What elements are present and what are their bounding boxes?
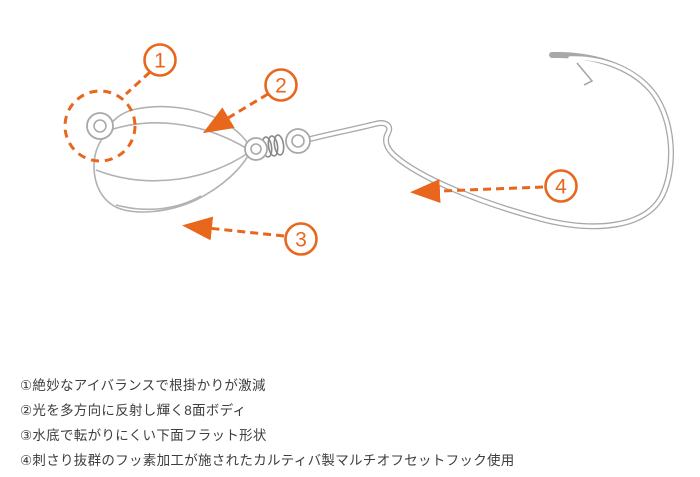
feature-item-4: ④刺さり抜群のフッ素加工が施されたカルティバ製マルチオフセットフック使用 xyxy=(20,453,515,468)
feature-item-2: ②光を多方向に反射し輝く8面ボディ xyxy=(20,403,247,418)
callout-3-number: 3 xyxy=(295,229,307,252)
callout-2-badge: 2 xyxy=(264,68,298,102)
callout-2-number: 2 xyxy=(275,75,287,98)
jig-facet-top-line xyxy=(109,122,247,149)
hook-drawing xyxy=(307,51,674,230)
jig-rear-ring-icon xyxy=(244,137,268,161)
callout-3-arrow xyxy=(182,216,285,241)
feature-list: ①絶妙なアイバランスで根掛かりが激減 ②光を多方向に反射し輝く8面ボディ ③水底… xyxy=(20,373,515,473)
eye-highlight-dashed-circle xyxy=(63,89,137,163)
jig-head-body xyxy=(93,105,252,213)
jig-eye-icon xyxy=(86,112,114,140)
callout-4-badge: 4 xyxy=(544,169,578,203)
spring-coil-icon xyxy=(261,134,285,158)
callout-4-number: 4 xyxy=(555,176,567,199)
jig-body-outline xyxy=(93,105,252,213)
jig-head-diagram: 1 2 3 4 xyxy=(63,43,674,256)
hook-barb-icon xyxy=(576,62,594,86)
callout-1-badge: 1 xyxy=(143,43,177,77)
feature-item-3: ③水底で転がりにくい下面フラット形状 xyxy=(20,428,267,443)
hook-eye-ring-icon xyxy=(285,128,311,154)
hook-wire-outer xyxy=(307,51,674,230)
jig-facet-bottom-line xyxy=(115,195,202,211)
callout-2-arrow xyxy=(202,92,269,134)
callout-3-badge: 3 xyxy=(284,222,318,256)
callout-1-number: 1 xyxy=(154,50,166,73)
feature-item-1: ①絶妙なアイバランスで根掛かりが激減 xyxy=(20,378,266,393)
callout-4-arrow xyxy=(410,179,544,204)
jig-facet-mid-line xyxy=(95,152,249,182)
hook-wire-inner xyxy=(308,56,673,228)
callout-1-leader-line xyxy=(124,70,152,96)
